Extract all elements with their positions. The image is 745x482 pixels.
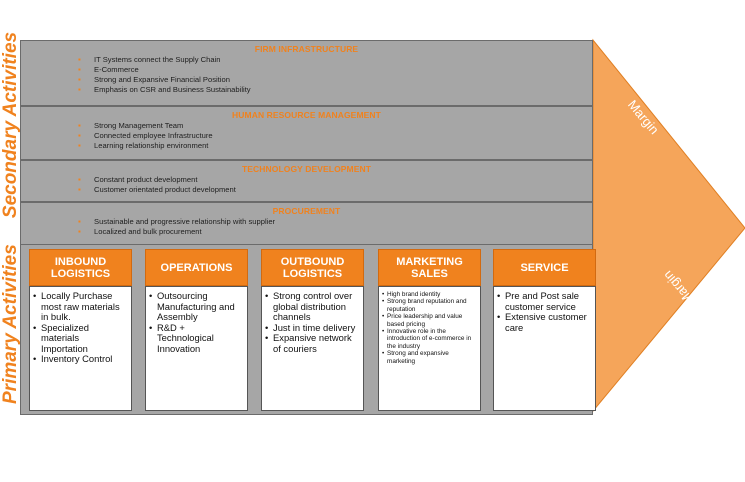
list-item: Strong Management Team [78, 121, 592, 131]
margin-label-bottom: Margin [660, 268, 697, 308]
inbound-logistics-box: Locally Purchase most raw materials in b… [29, 286, 132, 411]
firm-infrastructure-title: FIRM INFRASTRUCTURE [254, 44, 359, 54]
procurement-row: PROCUREMENT Sustainable and progressive … [20, 202, 593, 246]
human-resource-management-row: HUMAN RESOURCE MANAGEMENT Strong Managem… [20, 106, 593, 160]
procurement-title: PROCUREMENT [272, 206, 341, 216]
service-header: SERVICE [493, 249, 596, 286]
tech-title: TECHNOLOGY DEVELOPMENT [241, 164, 372, 174]
list-item: Just in time delivery [265, 322, 360, 334]
marketing-sales-box: High brand identity Strong brand reputat… [378, 286, 481, 411]
list-item: Emphasis on CSR and Business Sustainabil… [78, 85, 592, 95]
list-item: Inventory Control [33, 353, 128, 365]
margin-arrow-shape [592, 38, 745, 413]
list-item: IT Systems connect the Supply Chain [78, 55, 592, 65]
list-item: Strong control over global distribution … [265, 290, 360, 323]
list-item: Sustainable and progressive relationship… [78, 217, 592, 227]
list-item: E-Commerce [78, 65, 592, 75]
list-item: Price leadership and value based pricing [382, 313, 477, 328]
list-item: Learning relationship environment [78, 141, 592, 151]
hrm-title: HUMAN RESOURCE MANAGEMENT [232, 110, 381, 120]
technology-development-row: TECHNOLOGY DEVELOPMENT Constant product … [20, 160, 593, 202]
outbound-logistics-box: Strong control over global distribution … [261, 286, 364, 411]
marketing-sales-header: MARKETING SALES [378, 249, 481, 286]
inbound-logistics-header: INBOUND LOGISTICS [29, 249, 132, 286]
list-item: Connected employee Infrastructure [78, 131, 592, 141]
list-item: Specialized materials Importation [33, 322, 128, 355]
list-item: Extensive customer care [497, 311, 592, 333]
operations-header: OPERATIONS [145, 249, 248, 286]
list-item: Pre and Post sale customer service [497, 290, 592, 312]
list-item: Strong and expansive marketing [382, 350, 477, 365]
list-item: Strong and Expansive Financial Position [78, 75, 592, 85]
firm-infrastructure-list: IT Systems connect the Supply Chain E-Co… [78, 55, 592, 95]
list-item: Constant product development [78, 175, 592, 185]
list-item: Customer orientated product development [78, 185, 592, 195]
operations-box: Outsourcing Manufacturing and Assembly R… [145, 286, 248, 411]
service-box: Pre and Post sale customer service Exten… [493, 286, 596, 411]
outbound-logistics-header: OUTBOUND LOGISTICS [261, 249, 364, 286]
list-item: Locally Purchase most raw materials in b… [33, 290, 128, 323]
list-item: Expansive network of couriers [265, 332, 360, 354]
margin-label-top: Margin [625, 97, 662, 137]
list-item: Outsourcing Manufacturing and Assembly [149, 290, 244, 323]
list-item: Innovative role in the introduction of e… [382, 328, 477, 350]
list-item: High brand identity [382, 291, 477, 299]
procurement-list: Sustainable and progressive relationship… [78, 217, 592, 237]
list-item: R&D + Technological Innovation [149, 322, 244, 355]
tech-list: Constant product development Customer or… [78, 175, 592, 195]
list-item: Localized and bulk procurement [78, 227, 592, 237]
firm-infrastructure-row: FIRM INFRASTRUCTURE IT Systems connect t… [20, 40, 593, 106]
hrm-list: Strong Management Team Connected employe… [78, 121, 592, 151]
list-item: Strong brand reputation and reputation [382, 298, 477, 313]
